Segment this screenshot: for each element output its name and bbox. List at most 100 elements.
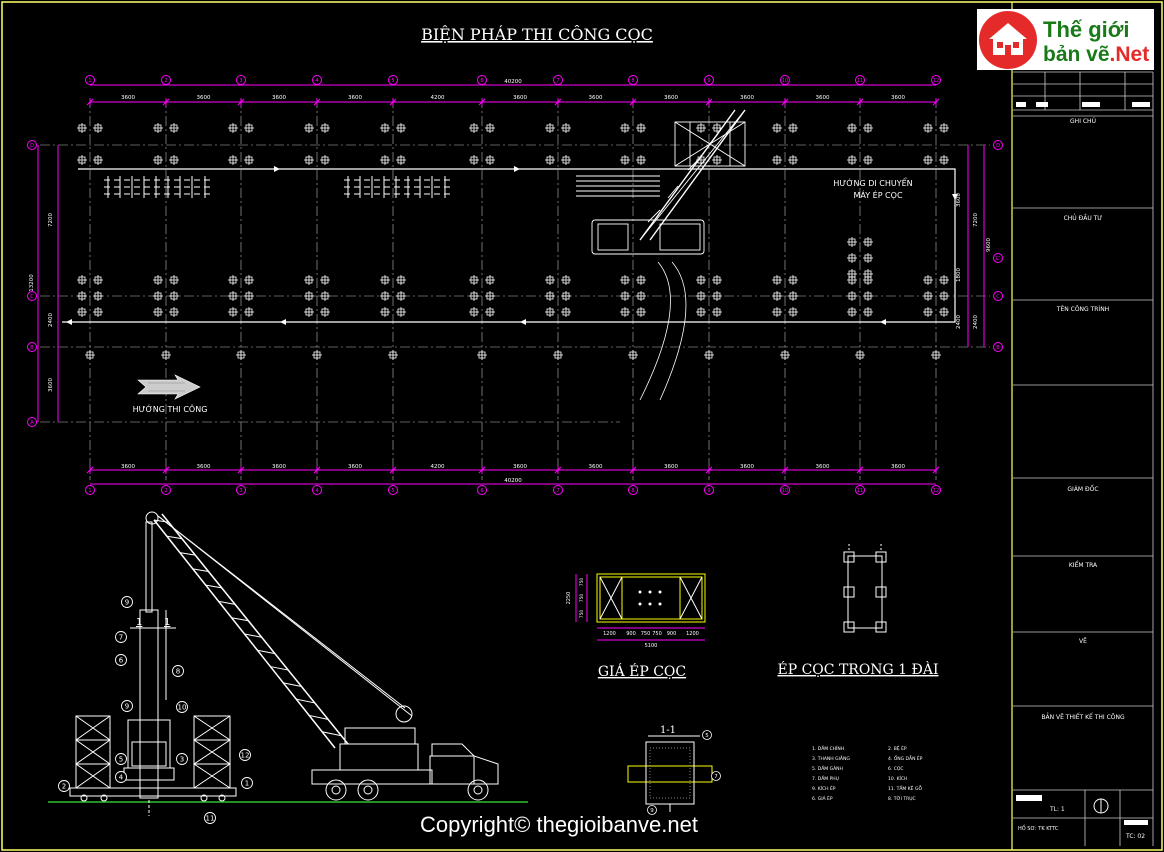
axis-bubble-label: C' xyxy=(996,256,1001,262)
axis-bubble-top: 6 xyxy=(477,75,487,85)
site-logo[interactable]: Thế giới bản vẽ.Net xyxy=(977,9,1154,70)
callout-number: 11 xyxy=(206,815,215,823)
press-frame-title: GIÁ ÉP CỌC xyxy=(598,662,686,680)
pile-symbol xyxy=(620,275,630,285)
pile-symbol xyxy=(93,275,103,285)
callout-number: 6 xyxy=(119,657,124,665)
pile-symbol xyxy=(77,275,87,285)
axis-bubble-top: 8 xyxy=(628,75,638,85)
callout-bubble: 2 xyxy=(58,780,70,792)
pile-cap-detail xyxy=(843,544,887,633)
dim-slash xyxy=(162,466,170,474)
frame-width-label: 1200 xyxy=(686,631,699,637)
pile-plan xyxy=(40,98,990,480)
pile-symbol xyxy=(304,307,314,317)
pile-symbol xyxy=(388,350,398,360)
pile-symbol xyxy=(485,123,495,133)
pile-symbol xyxy=(636,307,646,317)
axis-bubble-bottom: 3 xyxy=(236,485,246,495)
house-icon xyxy=(979,11,1037,69)
axis-bubble-label: A xyxy=(30,420,34,426)
pile-symbol xyxy=(712,123,722,133)
axis-bubble-label: 8 xyxy=(631,488,634,494)
dim-slash xyxy=(705,98,713,106)
pile-storage-left xyxy=(104,176,210,198)
pile-symbol xyxy=(320,275,330,285)
pile-symbol xyxy=(93,123,103,133)
callout-number: 12 xyxy=(241,752,250,760)
pile-symbol xyxy=(863,269,873,279)
pile-symbol xyxy=(561,155,571,165)
legend-item: 3. THANH GIẰNG xyxy=(812,754,850,762)
section-callout: 5 xyxy=(702,730,712,740)
dim-right-label: 9600 xyxy=(986,238,992,252)
pile-symbol xyxy=(847,123,857,133)
dim-span-label: 3600 xyxy=(891,95,905,101)
callout-bubble: 10 xyxy=(176,701,188,713)
dim-span-label: 3600 xyxy=(740,95,754,101)
frame-width-label: 900 xyxy=(667,631,677,637)
legend-item: 6. CỌC xyxy=(888,766,904,772)
dim-span-label: 3600 xyxy=(664,464,678,470)
axis-bubble-label: 12 xyxy=(933,488,939,494)
axis-bubble-bottom: 11 xyxy=(855,485,865,495)
callout-number: 3 xyxy=(180,756,184,764)
logo-line-1: Thế giới xyxy=(1043,17,1130,42)
pile-symbol xyxy=(923,291,933,301)
pile-symbol xyxy=(228,275,238,285)
pile-symbol xyxy=(939,123,949,133)
pile-symbol xyxy=(923,155,933,165)
pile-symbol xyxy=(93,291,103,301)
notes-label: GHI CHÚ xyxy=(1070,118,1096,125)
pile-symbol xyxy=(712,275,722,285)
dim-right-label: 2400 xyxy=(973,315,979,329)
axis-bubble-label: 12 xyxy=(933,78,939,84)
axis-bubble-label: 3 xyxy=(239,78,242,84)
pile-symbol xyxy=(696,291,706,301)
dim-span-label: 3600 xyxy=(121,95,135,101)
pile-symbol xyxy=(696,123,706,133)
section-mark-right: 1 xyxy=(164,617,170,628)
director-label: GIÁM ĐỐC xyxy=(1067,486,1099,493)
dim-slash xyxy=(389,466,397,474)
dim-slash xyxy=(781,98,789,106)
callout-bubble: 9 xyxy=(121,700,133,712)
path-arrow-icon xyxy=(274,166,280,172)
pile-symbol xyxy=(863,237,873,247)
axis-bubble-label: D xyxy=(996,143,1000,149)
pile-symbol xyxy=(712,307,722,317)
dim-span-label: 3600 xyxy=(197,464,211,470)
pile-symbol xyxy=(485,307,495,317)
axis-bubble-left: C xyxy=(27,291,37,301)
pile-symbol xyxy=(545,123,555,133)
dim-slash xyxy=(554,98,562,106)
pile-symbol xyxy=(169,275,179,285)
pile-symbol xyxy=(169,307,179,317)
pile-symbol xyxy=(244,123,254,133)
pile-symbol xyxy=(77,307,87,317)
callout-bubble: 6 xyxy=(115,654,127,666)
pile-symbol xyxy=(153,307,163,317)
pile-symbol xyxy=(772,275,782,285)
pile-symbol xyxy=(788,291,798,301)
dim-slash xyxy=(629,466,637,474)
axis-bubble-label: 9 xyxy=(707,488,710,494)
pile-symbol xyxy=(545,275,555,285)
pile-symbol xyxy=(939,307,949,317)
legend-item: 2. BỆ ÉP xyxy=(888,744,907,752)
pile-symbol xyxy=(561,275,571,285)
path-arrow-icon xyxy=(514,166,520,172)
pile-symbol xyxy=(304,123,314,133)
pile-symbol xyxy=(169,291,179,301)
scale-text: TL: 1 xyxy=(1049,806,1065,813)
dim-span-label: 3600 xyxy=(816,95,830,101)
section-callout: 7 xyxy=(711,771,721,781)
pile-symbol xyxy=(228,155,238,165)
dim-span-label: 3600 xyxy=(891,464,905,470)
pile-symbol xyxy=(696,307,706,317)
callout-bubble: 5 xyxy=(115,753,127,765)
axis-bubble-label: 5 xyxy=(391,488,394,494)
path-arrow-icon xyxy=(66,319,72,325)
pile-symbol xyxy=(712,155,722,165)
